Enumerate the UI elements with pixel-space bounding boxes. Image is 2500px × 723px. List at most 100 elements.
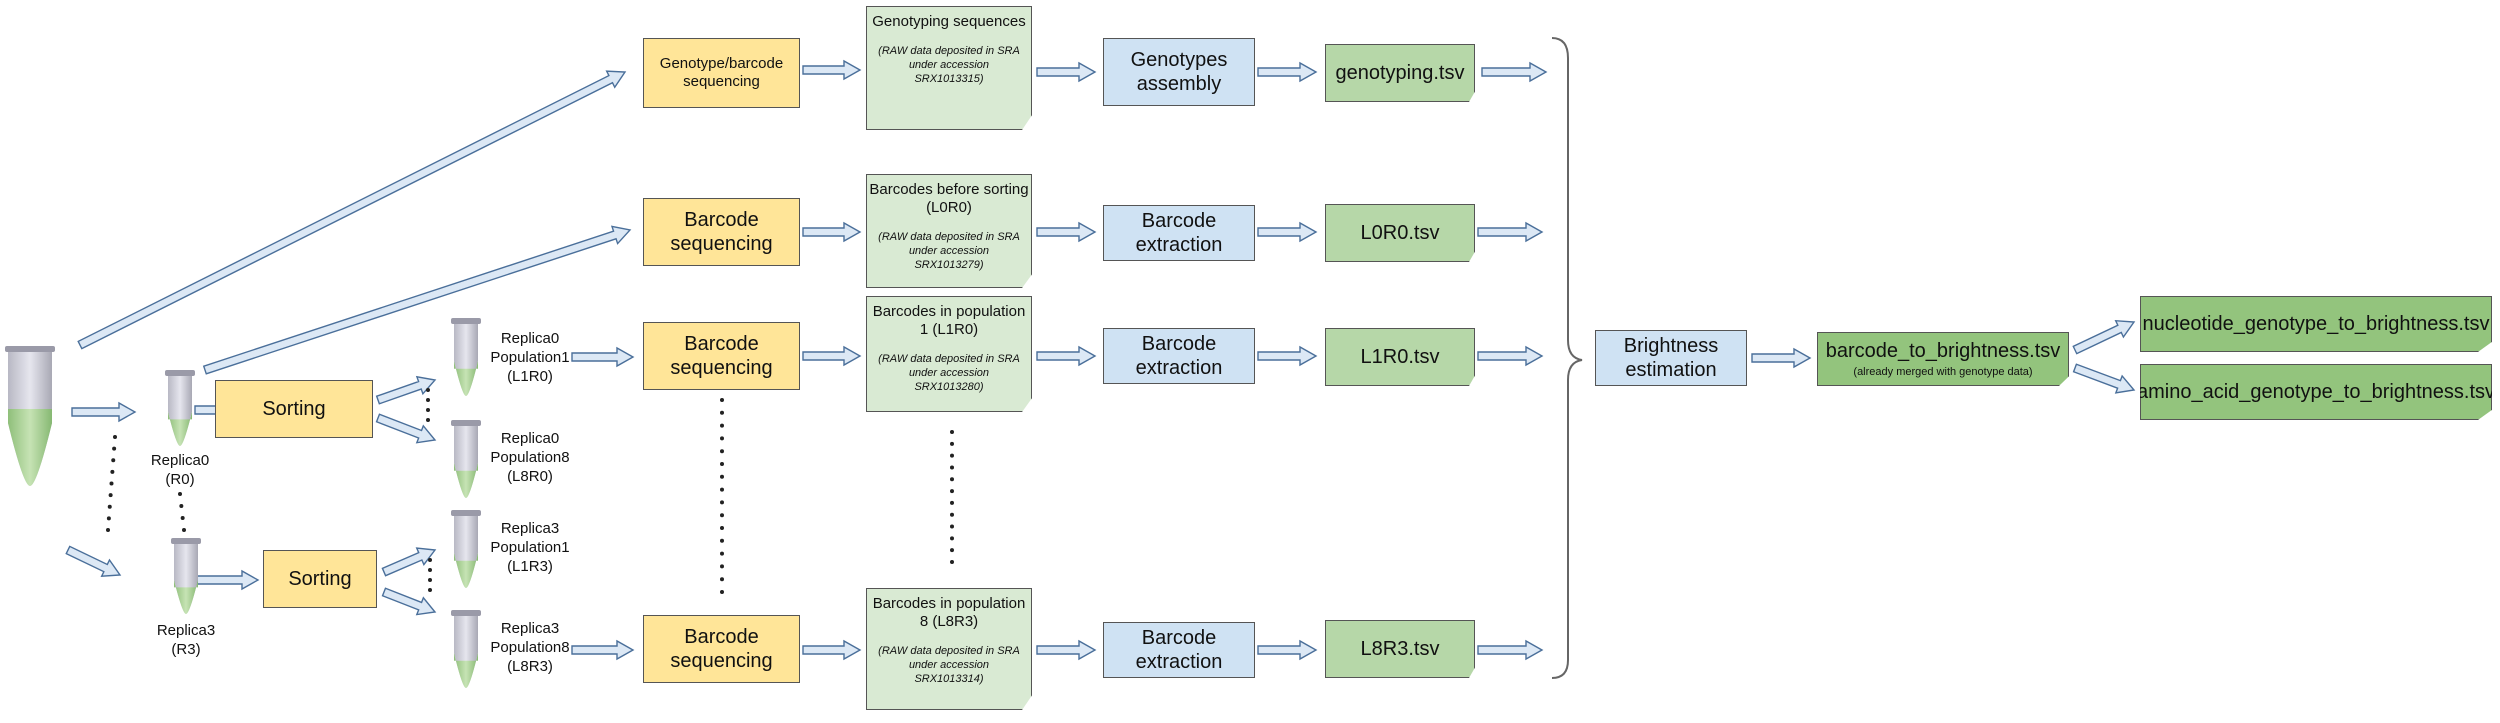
population-label: Replica0 Population1 (L1R0) xyxy=(490,330,570,385)
document-note: (RAW data deposited in SRA under accessi… xyxy=(878,231,1020,271)
document-title: Barcodes in population 8 (L8R3) xyxy=(872,595,1026,630)
ellipsis-dot xyxy=(720,577,724,582)
ellipsis-dot xyxy=(180,516,185,520)
nucleotide-output-box: nucleotide_genotype_to_brightness.tsv xyxy=(2140,296,2492,352)
flow-arrow xyxy=(1036,61,1097,83)
ellipsis-dot xyxy=(950,548,954,553)
ellipsis-dot xyxy=(720,487,724,492)
ellipsis-dot xyxy=(110,469,115,474)
flow-arrow xyxy=(1257,221,1318,243)
tsv-file-box: L0R0.tsv xyxy=(1325,204,1475,262)
sample-tube xyxy=(171,538,201,614)
ellipsis-dot xyxy=(106,516,111,521)
flow-arrow xyxy=(1036,221,1097,243)
ellipsis-dot xyxy=(109,481,114,486)
flow-arrows xyxy=(65,59,2136,661)
ellipsis-dot xyxy=(428,578,432,582)
sequence-data-document: Genotyping sequences (RAW data deposited… xyxy=(866,6,1032,130)
ellipsis-dot xyxy=(950,524,954,529)
barcode-extraction-box: Barcode extraction xyxy=(1103,328,1255,384)
ellipsis-dot xyxy=(108,493,113,498)
sequence-data-document: Barcodes in population 1 (L1R0) (RAW dat… xyxy=(866,296,1032,412)
flow-arrow xyxy=(2072,319,2136,355)
ellipsis-dot xyxy=(720,538,724,543)
tsv-file-box: genotyping.tsv xyxy=(1325,44,1475,102)
flow-arrow xyxy=(1477,639,1544,661)
ellipsis-dot xyxy=(950,489,954,494)
ellipsis-dot xyxy=(428,568,432,572)
document-note: (RAW data deposited in SRA under accessi… xyxy=(878,645,1020,685)
flow-arrow xyxy=(65,545,122,577)
ellipsis-dot xyxy=(428,558,432,562)
document-title: Barcodes in population 1 (L1R0) xyxy=(872,303,1026,338)
flow-arrow xyxy=(1477,221,1544,243)
flow-arrow xyxy=(571,346,635,368)
sample-tubes xyxy=(5,318,481,688)
ellipsis-dot xyxy=(720,398,724,402)
ellipsis-dot xyxy=(950,500,954,505)
ellipsis-dot xyxy=(111,458,116,463)
ellipsis-dot xyxy=(720,526,724,530)
ellipsis-dot xyxy=(112,446,117,451)
barcode-sequencing-box: Barcode sequencing xyxy=(643,198,800,266)
flow-arrow xyxy=(802,639,862,661)
sample-tube xyxy=(5,346,55,486)
ellipsis-dot xyxy=(950,536,954,541)
flow-arrow xyxy=(1257,61,1318,83)
document-title: Barcodes before sorting (L0R0) xyxy=(869,181,1029,216)
ellipsis-dot xyxy=(426,418,430,422)
population-label: Replica3 Population1 (L1R3) xyxy=(490,520,570,575)
flow-arrow xyxy=(1481,61,1548,83)
barcode-extraction-box: Barcode extraction xyxy=(1103,205,1255,261)
ellipsis-dot xyxy=(106,528,110,532)
flow-arrow xyxy=(1036,345,1097,367)
document-note: (RAW data deposited in SRA under accessi… xyxy=(878,45,1020,85)
flow-arrow xyxy=(1751,347,1812,369)
ellipsis-dot xyxy=(182,528,186,532)
ellipsis-dot xyxy=(720,423,724,428)
genotype-barcode-sequencing-box: Genotype/barcode sequencing xyxy=(643,38,800,108)
barcode-extraction-box: Barcode extraction xyxy=(1103,622,1255,678)
ellipsis-dot xyxy=(720,513,724,518)
replica-label: Replica0 (R0) xyxy=(150,452,210,488)
ellipsis-dot xyxy=(178,492,182,496)
ellipsis-dot xyxy=(426,408,430,412)
replica-label: Replica3 (R3) xyxy=(156,622,216,658)
flow-arrow xyxy=(77,70,627,350)
ellipsis-dot xyxy=(950,453,954,458)
flow-arrow xyxy=(202,225,632,375)
merge-bracket xyxy=(1551,37,1583,679)
ellipsis-dot xyxy=(720,462,724,466)
sample-tube xyxy=(165,370,195,446)
flow-arrow xyxy=(802,59,862,81)
merged-title: barcode_to_brightness.tsv xyxy=(1825,339,2061,362)
ellipsis-dot xyxy=(426,388,430,392)
ellipsis-dot xyxy=(720,474,724,479)
sample-tube xyxy=(451,510,481,588)
barcode-sequencing-box: Barcode sequencing xyxy=(643,322,800,390)
sample-tube xyxy=(451,610,481,688)
ellipsis-dot xyxy=(720,551,724,556)
sorting-box: Sorting xyxy=(263,550,377,608)
flow-arrow xyxy=(1477,345,1544,367)
ellipsis-dots xyxy=(106,388,954,594)
document-title: Genotyping sequences xyxy=(872,13,1026,30)
ellipsis-dot xyxy=(950,512,954,517)
flow-arrow xyxy=(71,401,137,423)
ellipsis-dot xyxy=(950,477,954,482)
flow-arrow xyxy=(381,587,437,616)
genotypes-assembly-box: Genotypes assembly xyxy=(1103,38,1255,106)
merged-note: (already merged with genotype data) xyxy=(1853,365,2033,378)
ellipsis-dot xyxy=(720,564,724,569)
sample-tube xyxy=(451,420,481,498)
ellipsis-dot xyxy=(428,588,432,592)
ellipsis-dot xyxy=(720,590,724,594)
flow-arrow xyxy=(375,375,437,405)
flow-arrow xyxy=(1257,345,1318,367)
flow-arrow xyxy=(381,547,437,577)
ellipsis-dot xyxy=(720,436,724,441)
flow-arrow xyxy=(196,569,260,591)
ellipsis-dot xyxy=(107,504,112,509)
merged-tsv-box: barcode_to_brightness.tsv (already merge… xyxy=(1817,332,2069,386)
sequence-data-document: Barcodes before sorting (L0R0) (RAW data… xyxy=(866,174,1032,288)
